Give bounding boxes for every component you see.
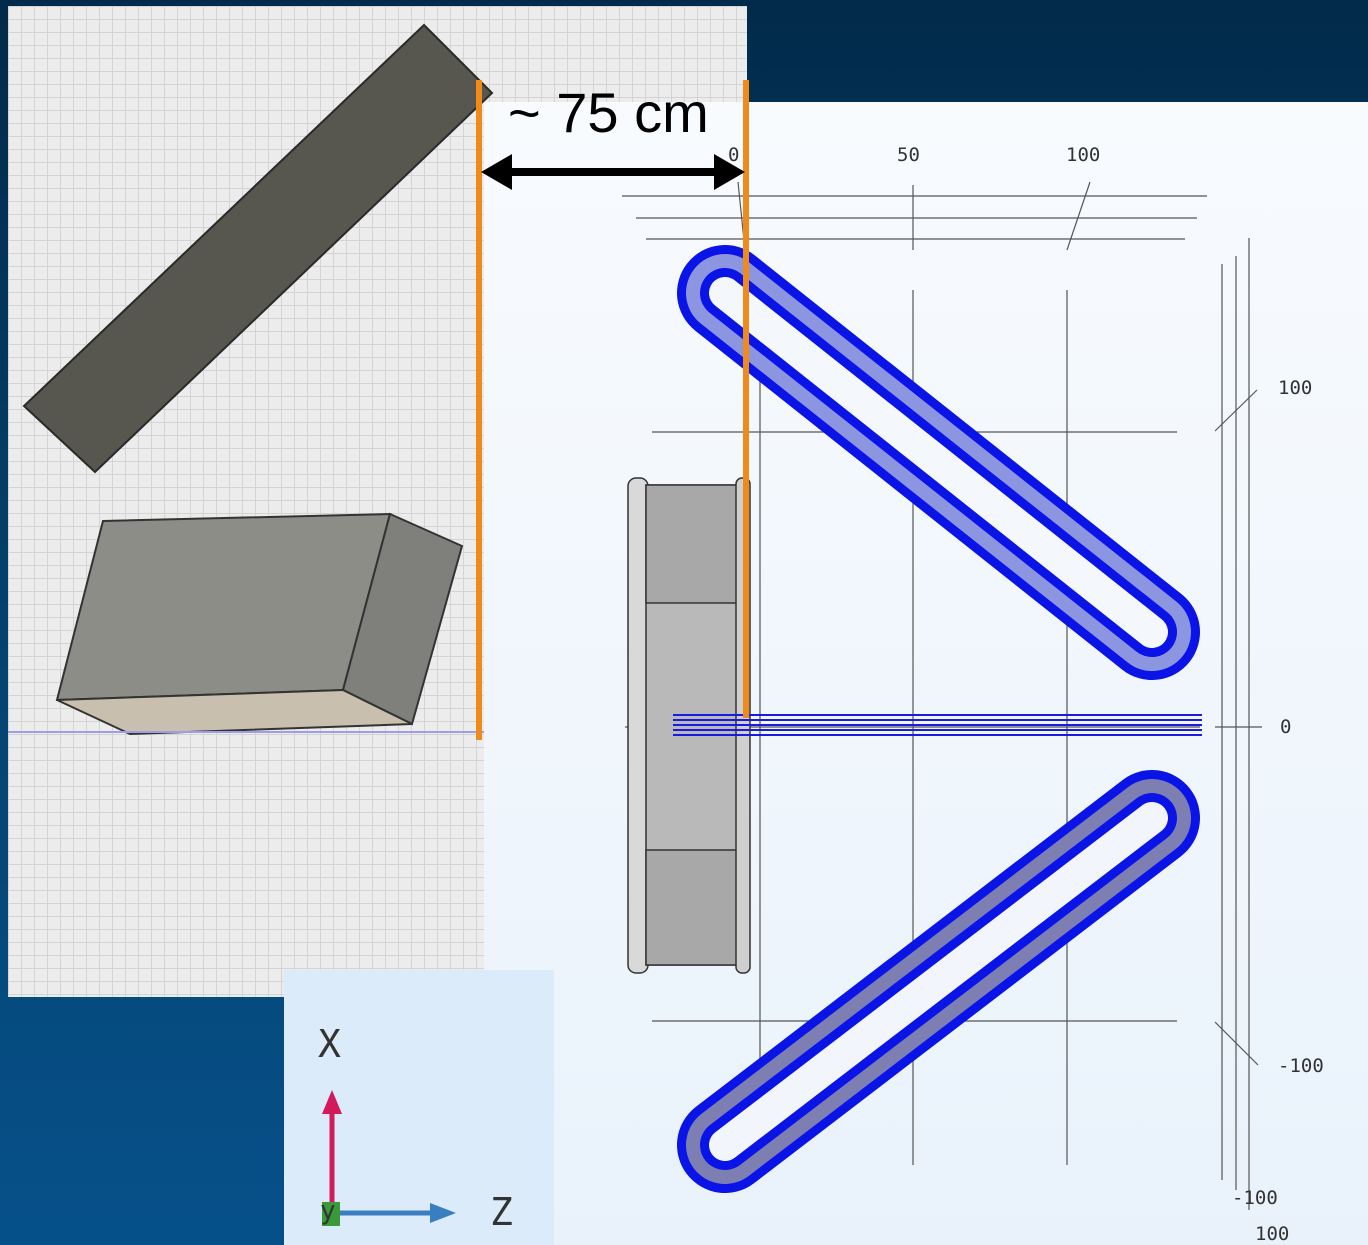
- lower-racetrack-coil: [677, 770, 1200, 1193]
- top-tick-100: 100: [1066, 144, 1101, 166]
- right-tick-minus-100: -100: [1278, 1055, 1324, 1077]
- grey-box: [55, 512, 464, 736]
- bottom-tick-minus-100: -100: [1232, 1187, 1278, 1209]
- distance-arrow: [481, 154, 745, 190]
- axis-label-x: X: [318, 1022, 341, 1066]
- right-tick-100: 100: [1278, 377, 1313, 399]
- bottom-tick-100: 100: [1255, 1223, 1290, 1245]
- coil-rods: [673, 714, 1202, 736]
- top-tick-50: 50: [897, 144, 920, 166]
- axis-label-z: Z: [490, 1190, 513, 1234]
- right-tick-0: 0: [1280, 716, 1292, 738]
- top-tick-0: 0: [728, 144, 740, 166]
- upper-racetrack-coil: [677, 245, 1200, 680]
- axis-label-y: y: [320, 1196, 336, 1226]
- axis-triad: [322, 1090, 456, 1226]
- rotated-dark-bar: [22, 23, 494, 474]
- distance-label: ~ 75 cm: [508, 81, 709, 144]
